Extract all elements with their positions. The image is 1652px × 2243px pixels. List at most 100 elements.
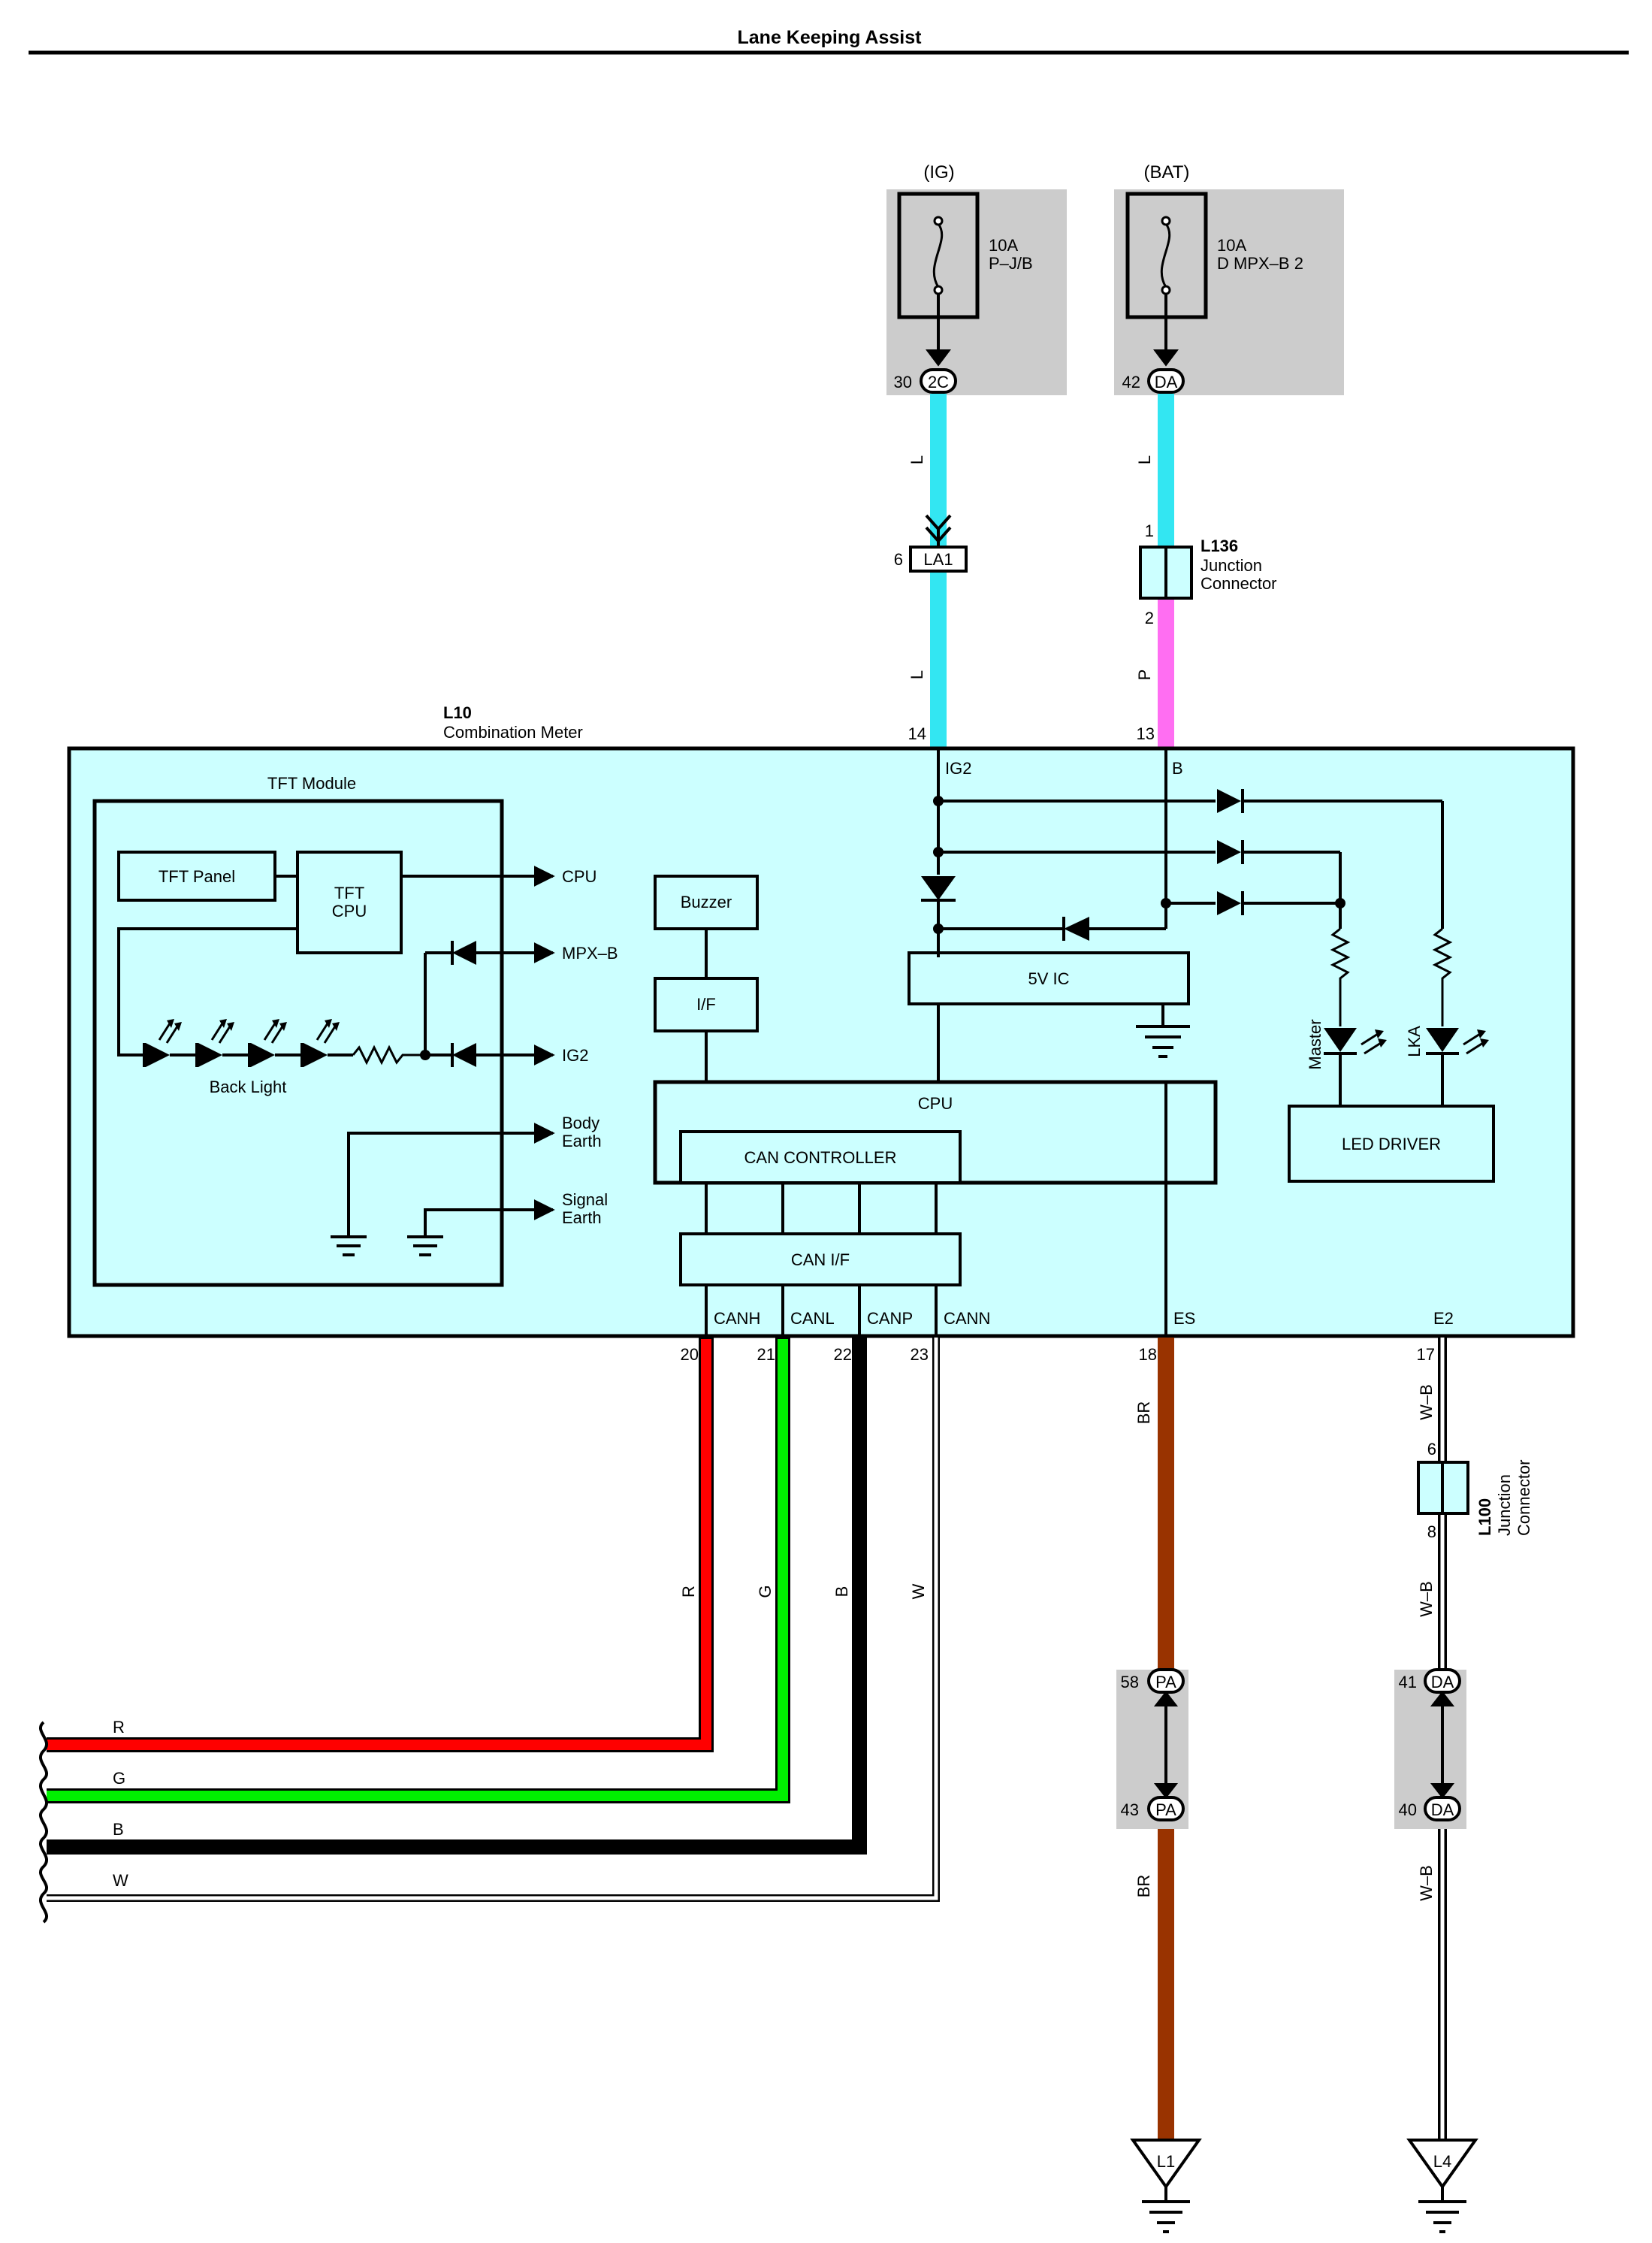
signal-earth-label-2: Earth (562, 1208, 602, 1227)
ic5v-block (908, 951, 1190, 1005)
connector-da-top-pin: 42 (1122, 373, 1140, 391)
wire-b-feed: L P (1135, 394, 1174, 748)
buzzer-label: Buzzer (681, 893, 732, 911)
wire-es-bottom-color: BR (1134, 1875, 1153, 1898)
connector-l136-name2: Connector (1200, 574, 1277, 593)
master-resistor (1330, 927, 1351, 1026)
tft-module: TFT Module TFT Panel TFT CPU CPU (92, 774, 618, 1287)
master-label: Master (1306, 1019, 1324, 1069)
fuse-bat-link (1160, 223, 1171, 288)
body-earth-ground-icon (331, 1235, 367, 1256)
connector-da-b-top-label: DA (1431, 1673, 1454, 1691)
bus-label-g: G (113, 1769, 125, 1788)
connector-l136-pin-top: 1 (1145, 521, 1154, 540)
terminal-canp: CANP (867, 1309, 913, 1328)
body-earth-label-1: Body (562, 1114, 599, 1132)
connector-da-bottom: DA 41 DA 40 (1394, 1668, 1466, 1829)
meter-name: Combination Meter (443, 723, 583, 742)
connector-l100: 6 8 L100 Junction Connector (1417, 1440, 1533, 1541)
fuse-ig: (IG) 10A P–J/B 2C 30 (886, 162, 1067, 395)
wire-es-brown: BR BR (1134, 1338, 1174, 2140)
connector-pa-bottom-label: PA (1155, 1800, 1176, 1819)
wire-cann-white (47, 1338, 940, 1902)
pin-23: 23 (911, 1345, 929, 1364)
indicator-diodes (1217, 789, 1453, 1026)
connector-pa: PA 58 PA 43 (1116, 1668, 1188, 1829)
if-label: I/F (696, 995, 716, 1014)
ic5v-label: 5V IC (1028, 969, 1069, 988)
connector-l100-id: L100 (1475, 1498, 1494, 1536)
pin-20: 20 (681, 1345, 699, 1364)
fuse-bat-gray-area (1114, 189, 1344, 395)
backlight-leds (143, 1019, 353, 1067)
connector-2c-pin: 30 (894, 373, 912, 391)
connector-2c (920, 368, 957, 394)
combination-meter-box (67, 746, 1575, 1338)
connector-l100-pin-top: 6 (1427, 1440, 1436, 1459)
wire-canl-green (47, 1338, 790, 1803)
body-earth-label-2: Earth (562, 1132, 602, 1150)
bus-label-b: B (113, 1820, 124, 1839)
wire-es-top-color: BR (1134, 1401, 1153, 1425)
fuse-bat-rating: 10A (1217, 236, 1246, 255)
can-controller-label: CAN CONTROLLER (744, 1148, 897, 1167)
connector-l100-name2: Connector (1515, 1459, 1533, 1536)
bus-break-symbol (38, 1721, 49, 1924)
wire-canp-black (47, 1338, 867, 1855)
fuse-ig-link (932, 223, 944, 288)
lka-resistor (1432, 927, 1453, 1026)
signal-earth-ground-icon (407, 1235, 443, 1256)
can-if-label: CAN I/F (791, 1250, 850, 1269)
tft-cpu-label-1: TFT (334, 884, 364, 902)
wire-e2-wb: W–B W–B W–B (1417, 1338, 1447, 2140)
wire-ig-top-color: L (908, 455, 926, 464)
tft-module-title: TFT Module (267, 774, 356, 793)
connector-l136: 1 2 L136 Junction Connector (1139, 521, 1277, 627)
master-led: Master (1306, 1019, 1387, 1106)
led-driver-block (1288, 1105, 1495, 1183)
bus-label-r: R (113, 1718, 125, 1737)
ig2-internal-rail (921, 748, 1216, 957)
terminal-es: ES (1173, 1309, 1195, 1328)
pin-17: 17 (1417, 1345, 1435, 1364)
led-driver-label: LED DRIVER (1342, 1135, 1441, 1153)
fuse-ig-rating: 10A (989, 236, 1018, 255)
connector-da-b-bottom-pin: 40 (1399, 1800, 1417, 1819)
wire-ig2-feed: L L (908, 394, 952, 748)
fuse-ig-source: (IG) (923, 162, 954, 183)
lka-label: LKA (1405, 1026, 1424, 1057)
terminal-canh: CANH (714, 1309, 760, 1328)
wire-canh-red (47, 1338, 714, 1752)
ground-l1: L1 (1130, 2139, 1202, 2233)
signal-earth-label-1: Signal (562, 1190, 608, 1209)
wire-cann-color: W (909, 1583, 928, 1599)
connector-da-top-label: DA (1155, 373, 1178, 391)
ground-l1-label: L1 (1157, 2152, 1175, 2171)
connector-da-b-bottom-label: DA (1431, 1800, 1454, 1819)
ground-l4: L4 (1406, 2139, 1478, 2233)
meter-id: L10 (443, 703, 472, 722)
tft-cpu-label-2: CPU (332, 902, 367, 920)
connector-da-top (1147, 368, 1185, 394)
bus-label-w: W (113, 1871, 128, 1890)
connector-l100-pin-bottom: 8 (1427, 1522, 1436, 1541)
tft-out-ig2: IG2 (562, 1046, 588, 1065)
wire-ig-bottom-color: L (908, 670, 926, 679)
connector-la1-pin: 6 (894, 550, 903, 569)
meter-pin-13: 13 (1137, 724, 1155, 743)
wire-bat-top-color: L (1135, 455, 1154, 464)
meter-pin-14: 14 (908, 724, 926, 743)
pin-18: 18 (1139, 1345, 1157, 1364)
connector-la1: LA1 6 (894, 546, 968, 573)
terminal-cann: CANN (944, 1309, 990, 1328)
meter-terminal-ig2: IG2 (945, 759, 971, 778)
fuse-bat-source: (BAT) (1144, 162, 1190, 183)
b-internal-rail (1161, 748, 1216, 1336)
wire-e2-mid-color: W–B (1417, 1581, 1436, 1617)
connector-2c-label: 2C (928, 373, 949, 391)
backlight-resistor (352, 1044, 425, 1066)
connector-l136-pin-bottom: 2 (1145, 609, 1154, 627)
wire-e2-top-color: W–B (1417, 1384, 1436, 1420)
terminal-canl: CANL (790, 1309, 835, 1328)
